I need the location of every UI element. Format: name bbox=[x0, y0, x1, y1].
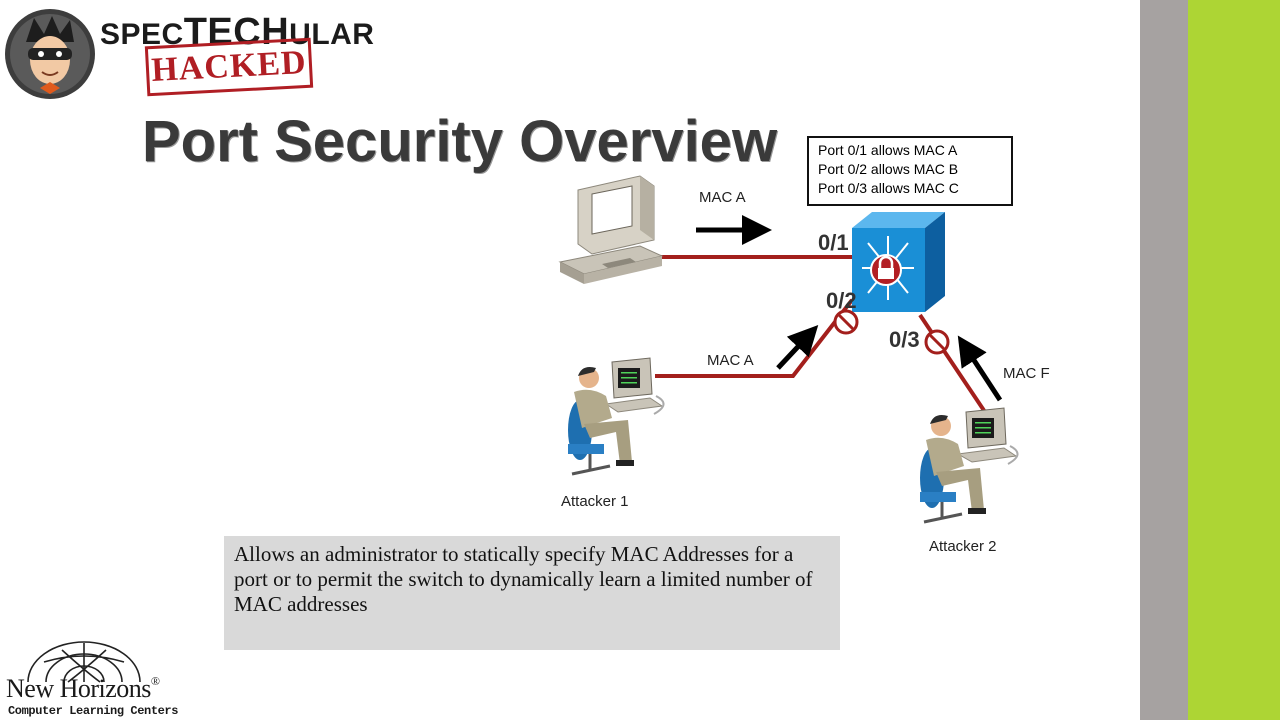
attacker-2-label: Attacker 2 bbox=[929, 538, 997, 555]
blocked-icon bbox=[924, 329, 950, 355]
port-label-0-3: 0/3 bbox=[889, 327, 920, 352]
arrow-up-left-icon bbox=[957, 335, 1003, 402]
network-diagram bbox=[27, 175, 1019, 683]
attacker-1-label: Attacker 1 bbox=[561, 493, 629, 510]
mascot-logo bbox=[5, 9, 95, 99]
logo-registered-mark: ® bbox=[150, 674, 160, 688]
port-label-0-2: 0/2 bbox=[826, 288, 857, 313]
new-horizons-logo: New Horizons® bbox=[6, 674, 160, 704]
brand-part-2: TECH bbox=[183, 11, 290, 53]
mac-label-attacker-1: MAC A bbox=[707, 352, 754, 369]
port-label-0-1: 0/1 bbox=[818, 230, 849, 255]
attacker-workstation-icon bbox=[920, 407, 1019, 524]
port-rule: Port 0/3 allows MAC C bbox=[818, 180, 959, 196]
mac-label-attacker-2: MAC F bbox=[1003, 365, 1050, 382]
attacker-workstation-icon bbox=[568, 357, 665, 476]
slide-title: Port Security Overview bbox=[142, 109, 778, 174]
logo-name: New Horizons bbox=[6, 674, 151, 703]
port-rule: Port 0/1 allows MAC A bbox=[818, 142, 958, 158]
brand-part-3: ULAR bbox=[289, 18, 375, 51]
switch-icon bbox=[852, 212, 945, 312]
arrow-up-right-icon bbox=[776, 325, 819, 370]
link-port-0-2 bbox=[655, 298, 854, 378]
blocked-icon bbox=[833, 309, 859, 335]
mac-label-legit: MAC A bbox=[699, 189, 746, 206]
new-horizons-globe-icon bbox=[27, 641, 141, 683]
side-stripe-gray bbox=[1140, 0, 1188, 720]
desktop-computer-icon bbox=[558, 175, 664, 284]
brand-wordmark: SPECTECHULAR bbox=[100, 12, 374, 52]
brand-part-1: SPEC bbox=[100, 18, 184, 51]
port-rule: Port 0/2 allows MAC B bbox=[818, 161, 959, 177]
side-stripe-green bbox=[1188, 0, 1280, 720]
description-box: Allows an administrator to statically sp… bbox=[224, 536, 840, 650]
port-rules-box: Port 0/1 allows MAC A Port 0/2 allows MA… bbox=[807, 136, 1013, 206]
logo-tagline: Computer Learning Centers bbox=[8, 704, 179, 718]
